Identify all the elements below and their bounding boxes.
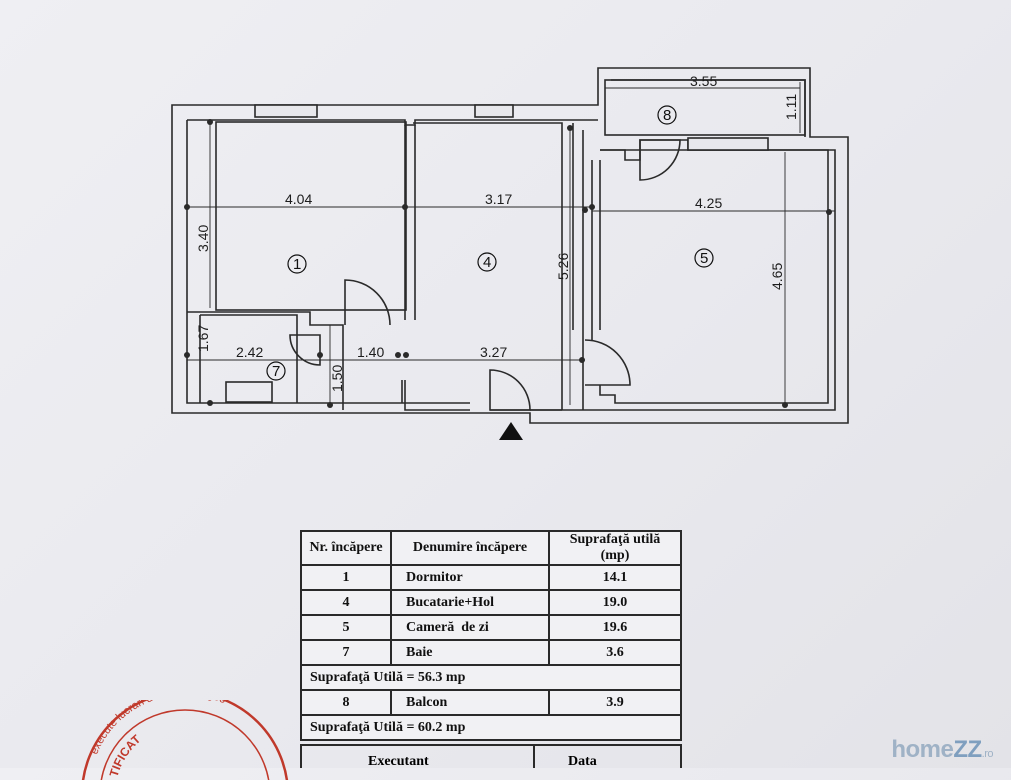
svg-text:TIFICAT: TIFICAT (107, 732, 144, 779)
floor-plan: 4.04 3.40 3.17 5.26 4.25 4.65 3.55 1.11 … (171, 67, 849, 440)
table-row: 8 Balcon 3.9 (300, 689, 682, 716)
dim-bath-width: 2.42 (236, 344, 263, 360)
dim-lines (187, 82, 835, 405)
balcony-outline (604, 79, 806, 136)
door-balcony (639, 139, 681, 181)
total-row: Suprafaţă Utilă = 60.2 mp (300, 714, 682, 741)
subtotal-row: Suprafaţă Utilă = 56.3 mp (300, 664, 682, 691)
table-footer-row: Executant Data (300, 744, 682, 769)
dim-hall-width-a: 1.40 (357, 344, 384, 360)
cell-nr: 1 (300, 564, 392, 591)
door-room5 (584, 339, 631, 386)
window-4 (474, 104, 514, 118)
homezz-watermark: homeZZ.ro (891, 736, 993, 764)
cell-name: Bucatarie+Hol (390, 589, 550, 616)
cell-area: 3.9 (548, 689, 682, 716)
header-nr: Nr. încăpere (300, 530, 392, 566)
area-table: Nr. încăpere Denumire încăpere Suprafaţă… (300, 530, 682, 741)
dim-bath-height: 1.67 (195, 325, 211, 352)
dim-room5-width: 4.25 (695, 195, 722, 211)
room-number-5: 5 (700, 250, 708, 267)
dim-room1-width: 4.04 (285, 191, 312, 207)
room-number-1: 1 (293, 256, 301, 273)
room-4-partition (404, 122, 584, 410)
cell-name: Balcon (390, 689, 550, 716)
dim-balcony-depth: 1.11 (783, 94, 799, 120)
entrance-triangle-icon (499, 422, 523, 440)
footer-executant: Executant (368, 754, 429, 769)
table-row: 5 Cameră de zi 19.6 (300, 614, 682, 641)
room-number-8: 8 (663, 107, 671, 124)
watermark-zz: ZZ (953, 736, 982, 763)
outer-wall (171, 67, 849, 424)
table-row: 1 Dormitor 14.1 (300, 564, 682, 591)
subtotal-text: Suprafaţă Utilă = 56.3 mp (300, 664, 682, 691)
header-area: Suprafaţă utilă (mp) (548, 530, 682, 566)
room-1-outline (215, 121, 407, 311)
dim-balcony-width: 3.55 (690, 73, 717, 89)
cell-nr: 5 (300, 614, 392, 641)
stamp-text-2: TIFICAT (107, 732, 144, 779)
footer-data: Data (568, 754, 597, 769)
room-number-4: 4 (483, 254, 491, 271)
door-bath (289, 334, 321, 366)
room-5-outline (591, 139, 829, 404)
cell-area: 14.1 (548, 564, 682, 591)
dim-room5-height: 4.65 (769, 263, 785, 290)
window-1 (254, 104, 318, 118)
watermark-tld: .ro (981, 748, 994, 760)
cell-area: 19.0 (548, 589, 682, 616)
cell-name: Cameră de zi (390, 614, 550, 641)
window-5 (687, 137, 769, 151)
inner-wall-line (186, 79, 836, 411)
total-text: Suprafaţă Utilă = 60.2 mp (300, 714, 682, 741)
hall-walls (401, 380, 562, 411)
door-entrance (489, 369, 531, 411)
table-row: 7 Baie 3.6 (300, 639, 682, 666)
dim-room1-height: 3.40 (195, 225, 211, 252)
room-number-7: 7 (272, 363, 280, 380)
dim-hall-depth: 1.50 (329, 365, 345, 392)
bath-outline (187, 311, 344, 410)
footer-separator (533, 746, 535, 768)
cell-area: 19.6 (548, 614, 682, 641)
cell-area: 3.6 (548, 639, 682, 666)
watermark-home: home (891, 736, 954, 763)
dim-room4-width: 3.17 (485, 191, 512, 207)
header-name: Denumire încăpere (390, 530, 550, 566)
cell-name: Dormitor (390, 564, 550, 591)
cell-nr: 8 (300, 689, 392, 716)
bathtub (225, 381, 273, 403)
svg-text:execute lucrari de cadastru ge: execute lucrari de cadastru geo (88, 700, 227, 756)
table-header-row: Nr. încăpere Denumire încăpere Suprafaţă… (300, 530, 682, 566)
dim-hall-width-b: 3.27 (480, 344, 507, 360)
cell-nr: 4 (300, 589, 392, 616)
table-row: 4 Bucatarie+Hol 19.0 (300, 589, 682, 616)
dim-room4-height: 5.26 (555, 253, 571, 280)
cell-name: Baie (390, 639, 550, 666)
stamp-text: execute lucrari de cadastru geo (88, 700, 227, 756)
door-room1 (344, 279, 391, 326)
cell-nr: 7 (300, 639, 392, 666)
cadastre-stamp: execute lucrari de cadastru geo TIFICAT (81, 700, 289, 780)
